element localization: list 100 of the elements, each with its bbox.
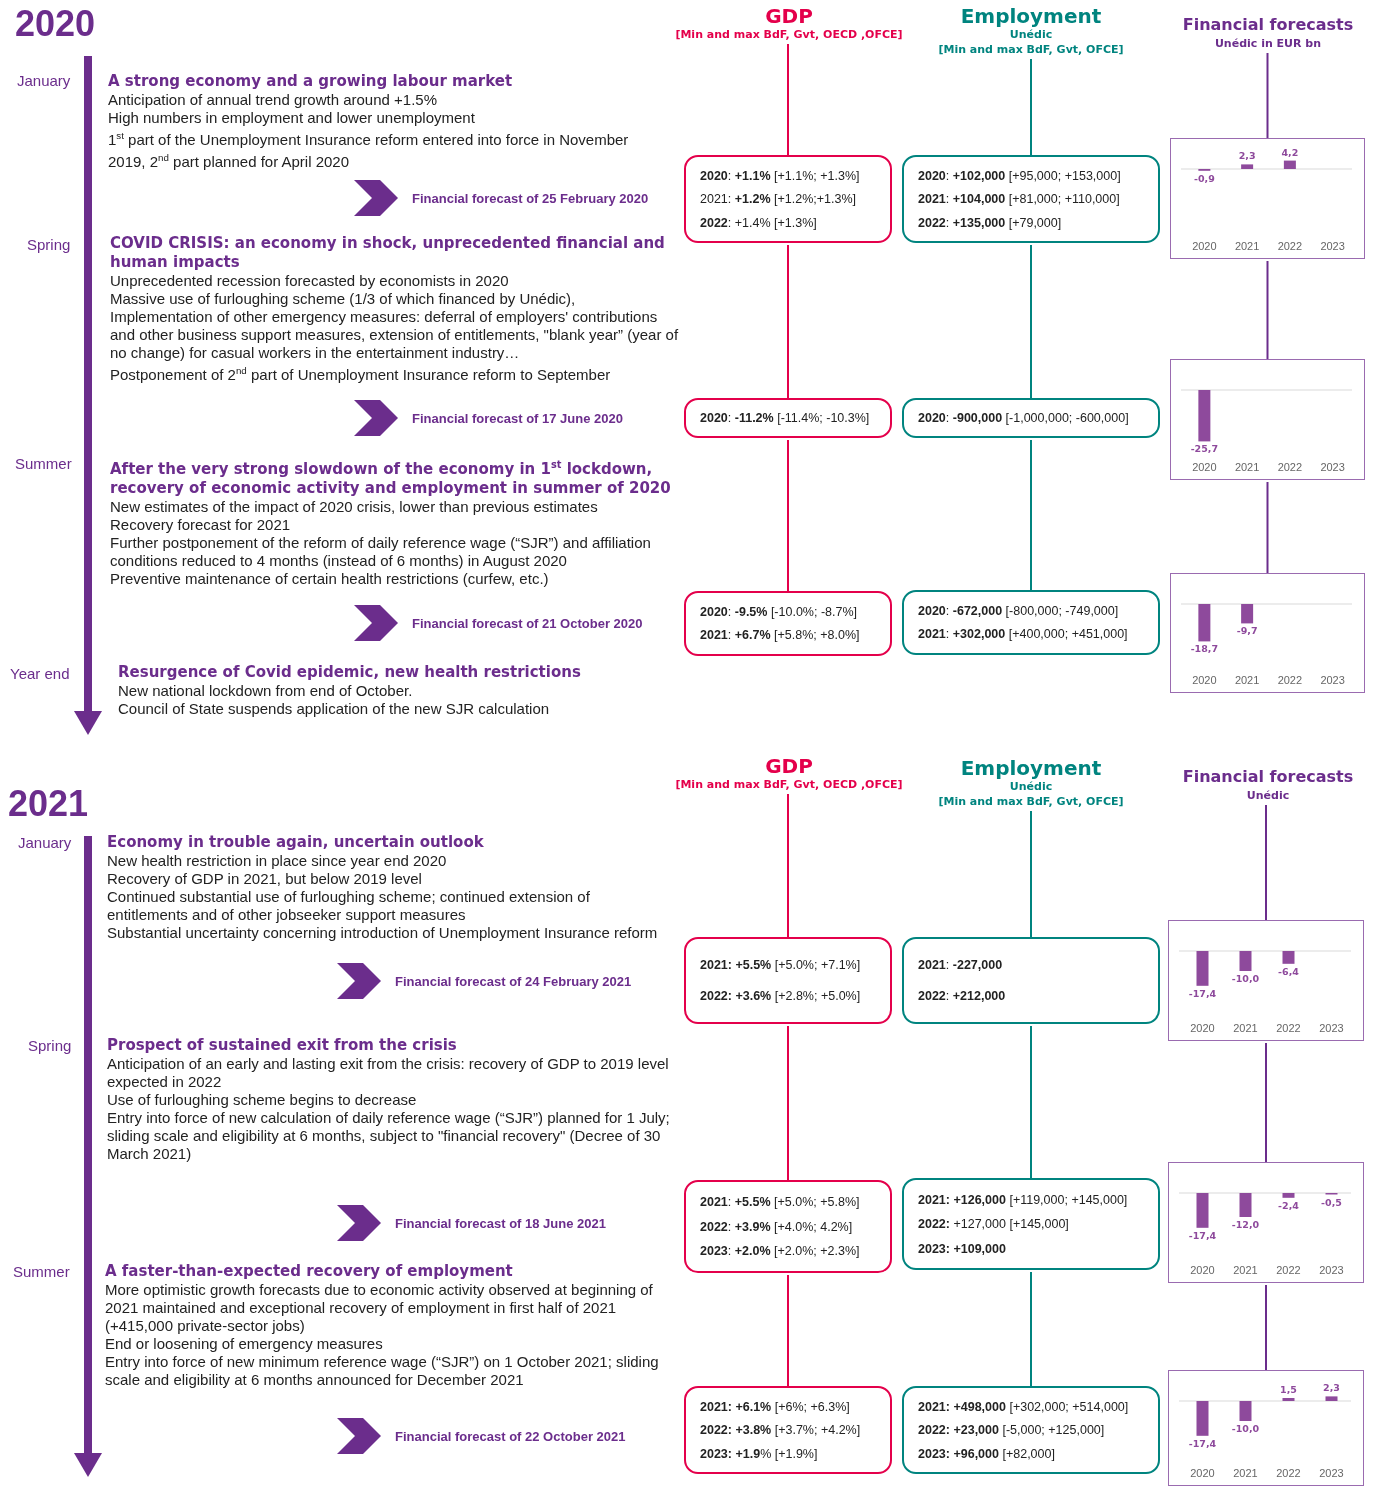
year-heading: 2020 — [15, 3, 96, 45]
period-label: Summer — [15, 455, 72, 472]
event-heading: A strong economy and a growing labour market — [108, 72, 514, 91]
axis-label: 2021 — [1233, 1022, 1258, 1034]
event-text: 1$^{st}$ part of the Unemployment Insurance reform entered into force in November 2019, 2$^{nd}$ part planned for April 2020 — [108, 129, 630, 171]
chart-panel — [1168, 1370, 1364, 1486]
event-heading: A faster-than-expected recovery of employment — [105, 1262, 514, 1281]
period-label: January — [18, 834, 72, 851]
column-subheading: Unédic — [1008, 779, 1054, 794]
forecast-value: 2020: +1.1% [+1.1%; +1.3%] — [700, 168, 861, 183]
forecast-value: 2022: +23,000 [-5,000; +125,000] — [918, 1423, 1106, 1437]
event-text: New national lockdown from end of October. — [118, 682, 414, 700]
event-text: Substantial uncertainty concerning introduction of Unemployment Insurance reform — [107, 924, 659, 942]
forecast-value: 2021: +6.7% [+5.8%; +8.0%] — [700, 628, 861, 643]
data-label: -0,9 — [1194, 172, 1215, 184]
connector-line — [787, 793, 789, 938]
axis-label: 2020 — [1190, 1467, 1215, 1479]
chart-panel — [1168, 1162, 1364, 1283]
data-label: -2,4 — [1278, 1199, 1299, 1211]
connector-line — [1266, 260, 1269, 360]
connector-line — [1265, 1284, 1267, 1371]
forecast-value: 2020: -9.5% [-10.0%; -8.7%] — [700, 604, 859, 619]
axis-label: 2020 — [1190, 1022, 1215, 1034]
forecast-date-label: Financial forecast of 18 June 2021 — [395, 1215, 606, 1231]
forecast-value: 2023: +96,000 [+82,000] — [918, 1446, 1056, 1461]
event-text: Council of State suspends application of the new SJR calculation — [118, 700, 551, 718]
data-label: 1,5 — [1280, 1384, 1297, 1395]
forecast-date-label: Financial forecast of 21 October 2020 — [412, 615, 643, 631]
data-label: -12,0 — [1231, 1219, 1260, 1230]
forecast-date-label: Financial forecast of 17 June 2020 — [412, 410, 623, 426]
data-label: -18,7 — [1190, 643, 1219, 655]
column-subheading: [Min and max BdF, Gvt, OFCE] — [937, 794, 1125, 809]
column-subheading: Unédic — [1245, 788, 1291, 803]
connector-line — [787, 1025, 789, 1181]
connector-line — [1266, 52, 1269, 139]
axis-label: 2022 — [1277, 240, 1303, 252]
event-text: Anticipation of an early and lasting exit from the crisis: recovery of GDP to 2019 level expected in 2022 — [107, 1055, 670, 1091]
connector-line — [1265, 1042, 1267, 1163]
event-heading: Economy in trouble again, uncertain outlook — [107, 833, 485, 852]
connector-line — [787, 244, 789, 399]
axis-label: 2021 — [1234, 240, 1260, 252]
axis-label: 2020 — [1190, 1264, 1215, 1276]
event-text: Unprecedented recession forecasted by economists in 2020 — [110, 272, 510, 290]
axis-label: 2022 — [1277, 461, 1303, 473]
axis-label: 2022 — [1276, 1264, 1301, 1276]
event-text: Entry into force of new calculation of daily reference wage (“SJR”) planned for 1 July; sliding scale and eligibility at 6 months, subject to "financial recovery" (Decree of 30 March 2021) — [107, 1109, 671, 1163]
period-label: Spring — [27, 236, 71, 253]
event-text: Entry into force of new minimum reference wage (“SJR”) on 1 October 2021; sliding scale and eligibility at 6 months announced for December 2021 — [105, 1353, 660, 1389]
event-text: Preventive maintenance of certain health restrictions (curfew, etc.) — [110, 570, 550, 588]
forecast-value: 2021: +498,000 [+302,000; +514,000] — [918, 1399, 1130, 1414]
column-heading: Employment — [959, 5, 1103, 27]
forecast-value: 2022: +1.4% [+1.3%] — [700, 215, 818, 230]
column-subheading: Unédic — [1008, 27, 1054, 42]
event-text: Use of furloughing scheme begins to decrease — [107, 1091, 418, 1109]
forecast-value: 2022: +212,000 — [918, 989, 1007, 1003]
data-label: 2,3 — [1238, 150, 1256, 162]
axis-label: 2023 — [1320, 461, 1345, 473]
axis-label: 2022 — [1276, 1022, 1301, 1034]
forecast-value: 2020: -900,000 [-1,000,000; -600,000] — [918, 411, 1130, 425]
forecast-value: 2021: -227,000 — [918, 958, 1004, 972]
forecast-value: 2021: +1.2% [+1.2%;+1.3%] — [700, 192, 858, 206]
event-text: Implementation of other emergency measures: deferral of employers' contributions and other business support measures, extension of entitlements, "blank year” (year of no change) for casual workers in the entertainment industry… — [110, 308, 680, 362]
column-subheading: Unédic in EUR bn — [1213, 36, 1323, 51]
forecast-value: 2022: +3.6% [+2.8%; +5.0%] — [700, 989, 862, 1003]
connector-line — [1030, 810, 1032, 938]
forecast-box — [902, 1386, 1160, 1474]
forecast-box — [684, 398, 892, 438]
axis-label: 2023 — [1319, 1022, 1344, 1034]
connector-line — [1030, 1025, 1032, 1179]
axis-label: 2022 — [1277, 674, 1303, 686]
forecast-value: 2023: +109,000 — [918, 1241, 1007, 1256]
column-heading: GDP — [764, 5, 814, 27]
axis-label: 2020 — [1192, 461, 1217, 473]
column-subheading: [Min and max BdF, Gvt, OECD ,OFCE] — [674, 777, 904, 792]
chart-panel — [1170, 573, 1365, 693]
period-label: January — [17, 72, 71, 89]
event-heading: Prospect of sustained exit from the crisis — [107, 1036, 458, 1055]
forecast-date-label: Financial forecast of 25 February 2020 — [412, 190, 649, 206]
axis-label: 2022 — [1276, 1467, 1301, 1479]
column-heading: Financial forecasts — [1181, 14, 1355, 36]
column-heading: Financial forecasts — [1181, 766, 1355, 788]
event-text: More optimistic growth forecasts due to economic activity observed at beginning of 2021 maintained and exceptional recovery of employment in first half of 2021 (+415,000 private-sector jobs) — [105, 1281, 654, 1335]
connector-line — [787, 43, 789, 156]
axis-label: 2023 — [1319, 1264, 1344, 1276]
forecast-box — [684, 1180, 892, 1273]
column-subheading: [Min and max BdF, Gvt, OECD ,OFCE] — [674, 27, 904, 42]
forecast-value: 2021: +6.1% [+6%; +6.3%] — [700, 1399, 851, 1414]
forecast-box — [684, 937, 892, 1024]
forecast-box — [684, 591, 892, 656]
column-subheading: [Min and max BdF, Gvt, OFCE] — [937, 42, 1125, 57]
forecast-value: 2020: +102,000 [+95,000; +153,000] — [918, 168, 1122, 183]
forecast-value: 2022: +127,000 [+145,000] — [918, 1217, 1070, 1231]
column-heading: Employment — [959, 757, 1103, 779]
event-text: High numbers in employment and lower unemployment — [108, 109, 476, 127]
connector-line — [1030, 58, 1032, 156]
data-label: -17,4 — [1188, 1229, 1217, 1241]
axis-label: 2021 — [1233, 1467, 1258, 1479]
forecast-date-label: Financial forecast of 22 October 2021 — [395, 1428, 626, 1444]
data-label: 2,3 — [1323, 1382, 1340, 1394]
forecast-value: 2023: +1.9% [+1.9%] — [700, 1446, 819, 1461]
